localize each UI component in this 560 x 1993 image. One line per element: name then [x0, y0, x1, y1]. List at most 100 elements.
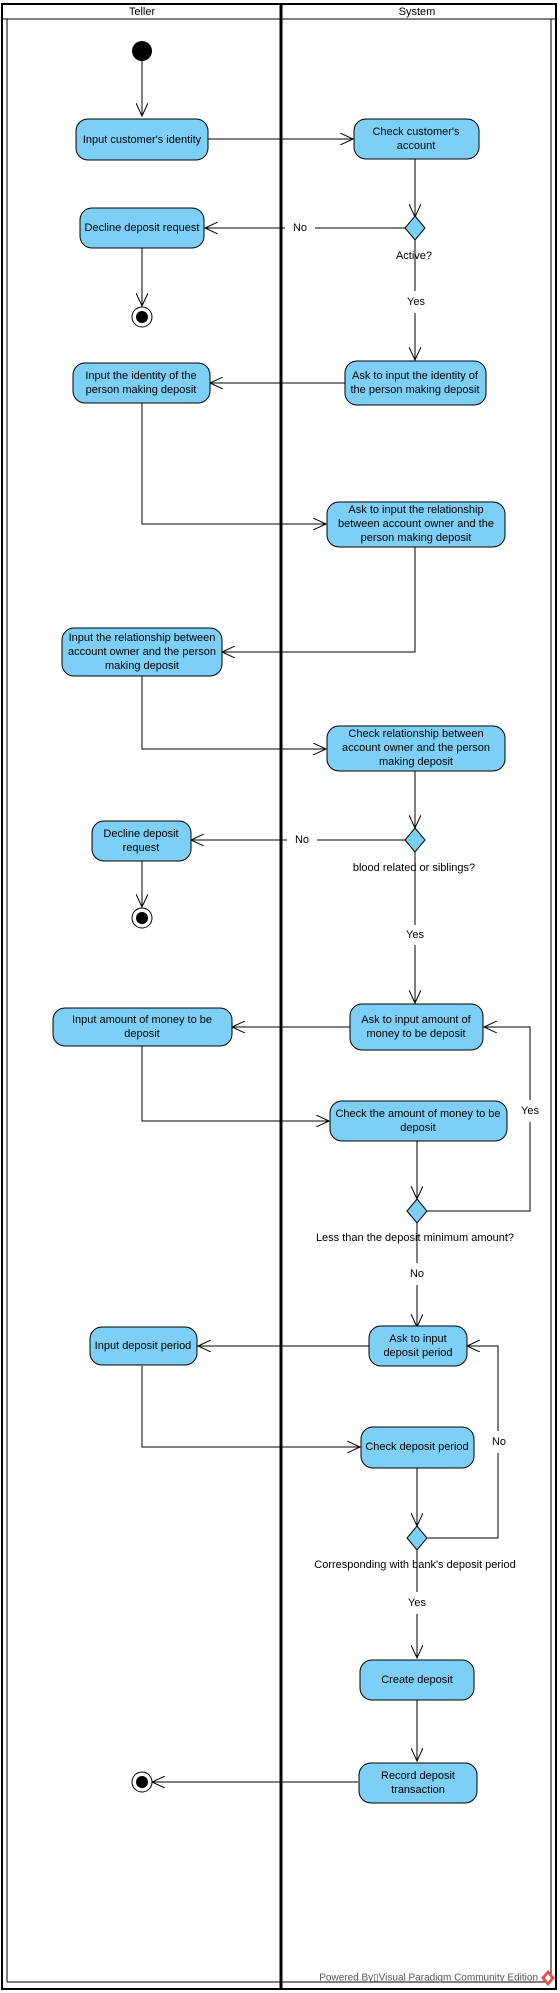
guard-related-no: No: [295, 834, 309, 846]
action-input-relationship: Input the relationship between account ow…: [61, 627, 223, 677]
decision-minimum: [406, 1198, 428, 1224]
action-decline-2: Decline deposit request: [91, 820, 192, 862]
guard-active-yes: Yes: [407, 296, 425, 308]
lane-title-teller: Teller: [129, 6, 156, 18]
action-ask-amount: Ask to input amount of money to be deposi…: [349, 1003, 484, 1051]
action-check-period: Check deposit period: [360, 1426, 475, 1469]
action-create-deposit: Create deposit: [359, 1659, 475, 1701]
action-ask-relationship-line-2: between account owner and the: [338, 518, 494, 530]
action-input-period-line-1: Input deposit period: [95, 1340, 192, 1352]
action-ask-period: Ask to input deposit period: [368, 1325, 468, 1367]
guard-active-no: No: [293, 222, 307, 234]
action-check-account: Check customer's account: [353, 118, 480, 160]
action-input-amount-line-1: Input amount of money to be: [72, 1014, 212, 1026]
action-input-relationship-line-3: making deposit: [105, 660, 179, 672]
edge-period-no-b: [467, 1346, 499, 1431]
svg-text:Check the amount of money to b: Check the amount of money to be deposit: [335, 1108, 500, 1134]
guard-minimum-yes: Yes: [521, 1105, 539, 1117]
action-check-period-line-1: Check deposit period: [365, 1441, 468, 1453]
lane-title-system: System: [399, 6, 436, 18]
decision-label-related: blood related or siblings?: [353, 862, 475, 874]
svg-text:Input the relationship between: Input the relationship between account ow…: [68, 632, 216, 672]
action-record-transaction-line-1: Record deposit: [381, 1770, 455, 1782]
action-ask-amount-line-1: Ask to input amount of: [361, 1014, 471, 1026]
decision-label-active: Active?: [396, 250, 432, 262]
svg-text:Decline deposit request: Decline deposit request: [85, 222, 200, 234]
action-ask-amount-line-2: money to be deposit: [366, 1028, 465, 1040]
action-ask-identity-line-1: Ask to input the identity of: [352, 370, 479, 382]
action-ask-period-line-1: Ask to input: [389, 1333, 446, 1345]
action-decline-2-line-2: request: [123, 842, 160, 854]
edge-input-period-to-check: [141, 1366, 360, 1447]
svg-text:Input deposit period: Input deposit period: [95, 1340, 192, 1352]
action-input-amount: Input amount of money to be deposit: [52, 1007, 233, 1047]
guard-period-no: No: [492, 1436, 506, 1448]
decision-period: [406, 1525, 428, 1551]
decision-active: [404, 215, 426, 241]
action-create-deposit-line-1: Create deposit: [381, 1674, 453, 1686]
action-ask-identity: Ask to input the identity of the person m…: [344, 360, 487, 406]
action-ask-identity-line-2: the person making deposit: [350, 384, 479, 396]
edge-minimum-yes-b: [484, 1027, 531, 1100]
action-check-relationship: Check relationship between account owner …: [326, 725, 506, 772]
edge-input-rel-to-check-rel: [141, 676, 326, 749]
edge-input-person-to-ask-rel: [141, 403, 326, 524]
final-node-3: [131, 1771, 153, 1793]
action-input-person-line-2: person making deposit: [86, 384, 197, 396]
action-check-relationship-line-2: account owner and the person: [342, 742, 490, 754]
action-decline-1-line-1: Decline deposit request: [85, 222, 200, 234]
action-input-amount-line-2: deposit: [124, 1028, 159, 1040]
action-input-identity: Input customer's identity: [75, 118, 209, 161]
final-node-1: [131, 306, 153, 328]
action-input-relationship-line-2: account owner and the person: [68, 646, 216, 658]
action-input-relationship-line-1: Input the relationship between: [69, 632, 216, 644]
action-check-relationship-line-3: making deposit: [379, 756, 453, 768]
action-check-relationship-line-1: Check relationship between: [348, 728, 483, 740]
action-input-identity-line-1: Input customer's identity: [83, 134, 202, 146]
final-node-2: [131, 907, 153, 929]
guard-period-yes: Yes: [408, 1597, 426, 1609]
guard-minimum-no: No: [410, 1268, 424, 1280]
svg-text:Input customer's identity: Input customer's identity: [83, 134, 202, 146]
action-input-period: Input deposit period: [89, 1326, 198, 1366]
action-decline-2-line-1: Decline deposit: [103, 828, 178, 840]
action-check-account-line-2: account: [397, 140, 436, 152]
vp-logo-icon: [541, 1970, 555, 1986]
edge-minimum-yes-a: [427, 1122, 531, 1212]
decision-related: [404, 827, 426, 853]
footer-credit: Powered By▯Visual Paradigm Community Edi…: [319, 1973, 538, 1984]
action-decline-1: Decline deposit request: [79, 207, 205, 249]
action-check-amount-line-2: deposit: [400, 1122, 435, 1134]
action-ask-relationship-line-3: person making deposit: [361, 532, 472, 544]
initial-node: [132, 41, 152, 61]
action-check-amount-line-1: Check the amount of money to be: [335, 1108, 500, 1120]
svg-text:Create deposit: Create deposit: [381, 1674, 453, 1686]
action-check-account-line-1: Check customer's: [372, 126, 460, 138]
action-ask-relationship: Ask to input the relationship between acc…: [326, 501, 506, 548]
edge-ask-rel-to-input-rel: [222, 547, 416, 652]
decision-label-minimum: Less than the deposit minimum amount?: [316, 1232, 514, 1244]
svg-text:Check deposit period: Check deposit period: [365, 1441, 468, 1453]
edges: [141, 61, 531, 1782]
action-record-transaction: Record deposit transaction: [358, 1762, 478, 1804]
edge-input-amount-to-check: [141, 1046, 329, 1121]
swimlane-frame: Teller System: [1, 3, 557, 1990]
decision-label-period: Corresponding with bank's deposit period: [314, 1559, 515, 1571]
action-record-transaction-line-2: transaction: [391, 1784, 445, 1796]
action-ask-relationship-line-1: Ask to input the relationship: [348, 504, 483, 516]
action-ask-period-line-2: deposit period: [383, 1347, 452, 1359]
edge-period-no-a: [427, 1453, 499, 1539]
action-check-amount: Check the amount of money to be deposit: [329, 1100, 508, 1142]
